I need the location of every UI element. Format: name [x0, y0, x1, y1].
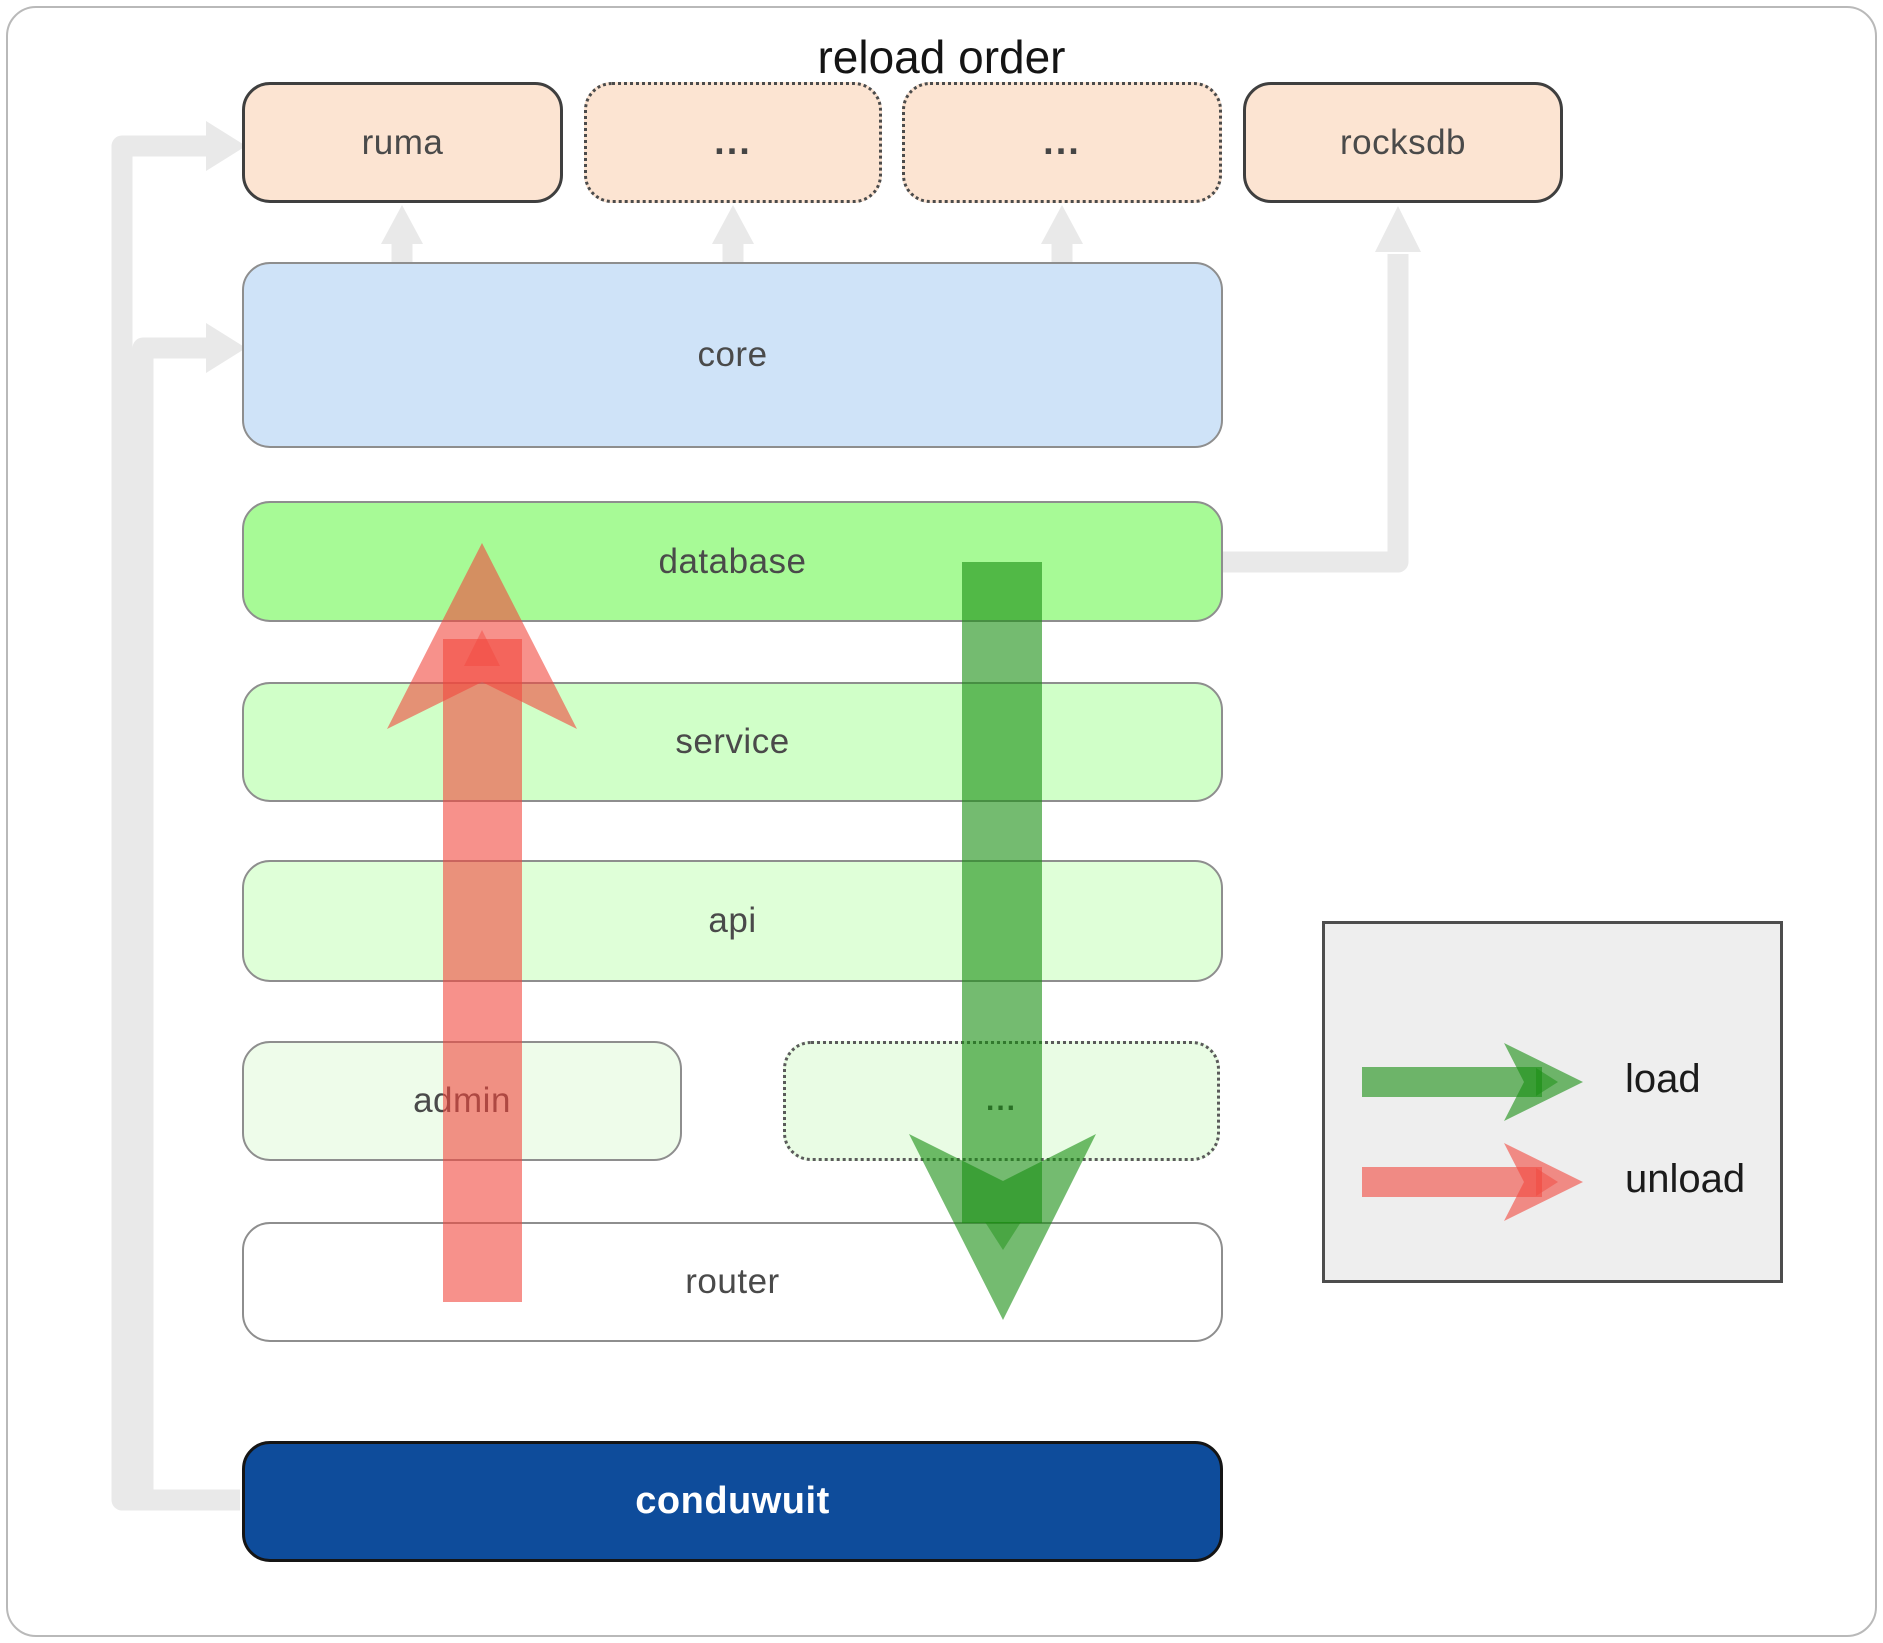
box-api: api	[242, 860, 1223, 982]
box-ellipsis-2-label: ...	[1043, 121, 1081, 163]
connector-database-rocksdb	[1223, 254, 1409, 573]
box-database: database	[242, 501, 1223, 622]
legend-unload-label: unload	[1625, 1157, 1746, 1201]
box-ruma-label: ruma	[361, 122, 444, 162]
box-conduwuit-label: conduwuit	[635, 1480, 830, 1522]
box-ellipsis-3-label: ...	[985, 1084, 1017, 1117]
box-database-label: database	[658, 541, 807, 581]
arrowhead-into-core	[206, 323, 246, 373]
box-ellipsis-3: ...	[783, 1041, 1220, 1161]
box-rocksdb-label: rocksdb	[1339, 122, 1467, 162]
box-ellipsis-1-label: ...	[714, 121, 752, 163]
box-rocksdb: rocksdb	[1243, 82, 1563, 203]
box-service-label: service	[675, 722, 790, 761]
arrowhead-core-to-ellipsis-2	[1041, 205, 1083, 244]
legend-load-label: load	[1625, 1057, 1701, 1101]
box-service: service	[242, 682, 1223, 802]
box-conduwuit: conduwuit	[242, 1441, 1223, 1562]
box-admin-label: admin	[413, 1081, 511, 1120]
legend-title: reload order	[817, 31, 1066, 83]
box-core-label: core	[697, 335, 768, 374]
arrowhead-core-to-ruma	[381, 205, 423, 244]
box-ellipsis-2: ...	[902, 82, 1222, 203]
box-api-label: api	[708, 901, 757, 940]
legend	[1322, 921, 1783, 1283]
box-router-label: router	[685, 1262, 780, 1301]
arrowhead-into-ruma	[206, 121, 246, 171]
box-router: router	[242, 1222, 1223, 1342]
box-ruma: ruma	[242, 82, 563, 203]
connector-conduwuit-core	[132, 337, 240, 1511]
arrowhead-core-to-ellipsis-1	[712, 205, 754, 244]
box-ellipsis-1: ...	[584, 82, 882, 203]
box-core: core	[242, 262, 1223, 448]
arrowhead-into-rocksdb	[1375, 206, 1421, 252]
box-admin: admin	[242, 1041, 682, 1161]
